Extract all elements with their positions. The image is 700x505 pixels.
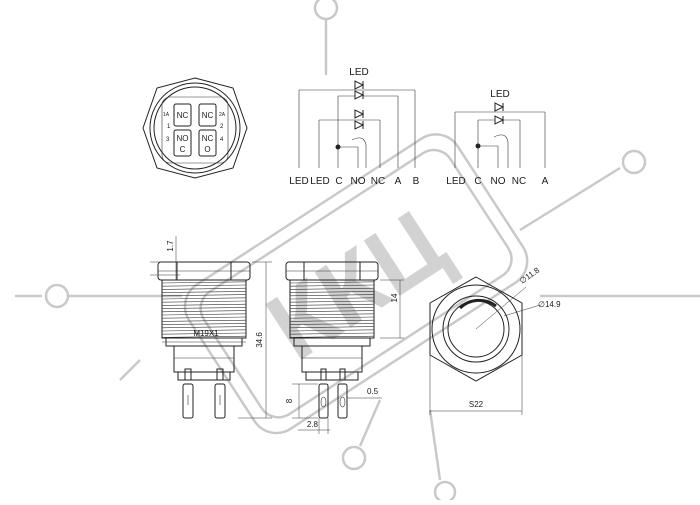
side-view-front: 1.7 M19X1 34.6 [150,236,272,419]
side-view-side: 14 8 0.5 2.8 [285,261,404,434]
terminal-label-4: NC [202,134,214,143]
watermark-text: ККЦ [249,189,464,381]
dim-thread-length: 14 [390,293,399,302]
pin-label-2a: 2A [219,112,226,118]
thread-lines-side [289,281,375,338]
schematic-left-pin-5: NC [371,176,385,187]
terminal-label-6: O [204,145,210,154]
terminal-label-1: NC [177,111,189,120]
pin-label-1a: 1A [163,112,170,118]
schematic-right-pin-1: LED [446,176,465,187]
dim-cap-height: 1.7 [166,240,175,252]
terminal-label-5: C [180,145,186,154]
dim-pin-thickness: 0.5 [367,387,379,396]
schematic-right-led-label: LED [490,89,509,100]
dim-outer-diameter: ∅14.9 [538,300,561,309]
schematic-left-pin-4: NO [351,176,366,187]
terminal-label-2: NC [202,111,214,120]
dim-total-length: 34.6 [255,332,264,348]
dim-pin-length: 8 [285,398,294,403]
schematic-left-pin-3: C [335,176,342,187]
schematic-left-pin-7: B [413,176,420,187]
schematic-left: LED LED LED C NO NC A B [289,67,419,187]
schematic-right: LED LED C NO NC A [446,89,548,187]
thread-lines-front [161,281,247,338]
dim-pin-pitch: 2.8 [307,420,319,429]
dim-hex-size: S22 [469,400,484,409]
dim-thread: M19X1 [193,329,219,338]
schematic-right-pin-5: A [542,176,549,187]
schematic-left-pin-2: LED [310,176,329,187]
schematic-left-pin-1: LED [289,176,308,187]
pin-number-2: 2 [220,124,224,130]
top-view: NC NC NO NC C O 1 2 3 4 1A 2A [142,77,248,179]
pin-number-4: 4 [220,137,224,143]
schematic-right-pin-3: NO [491,176,506,187]
pin-number-1: 1 [167,124,171,130]
schematic-left-pin-6: A [395,176,402,187]
schematic-right-pin-4: NC [512,176,526,187]
terminal-label-3: NO [177,134,189,143]
pin-number-3: 3 [166,137,170,143]
dim-inner-diameter: ∅11.8 [518,265,542,285]
schematic-left-led-label: LED [349,67,368,78]
schematic-right-pin-2: C [474,176,481,187]
